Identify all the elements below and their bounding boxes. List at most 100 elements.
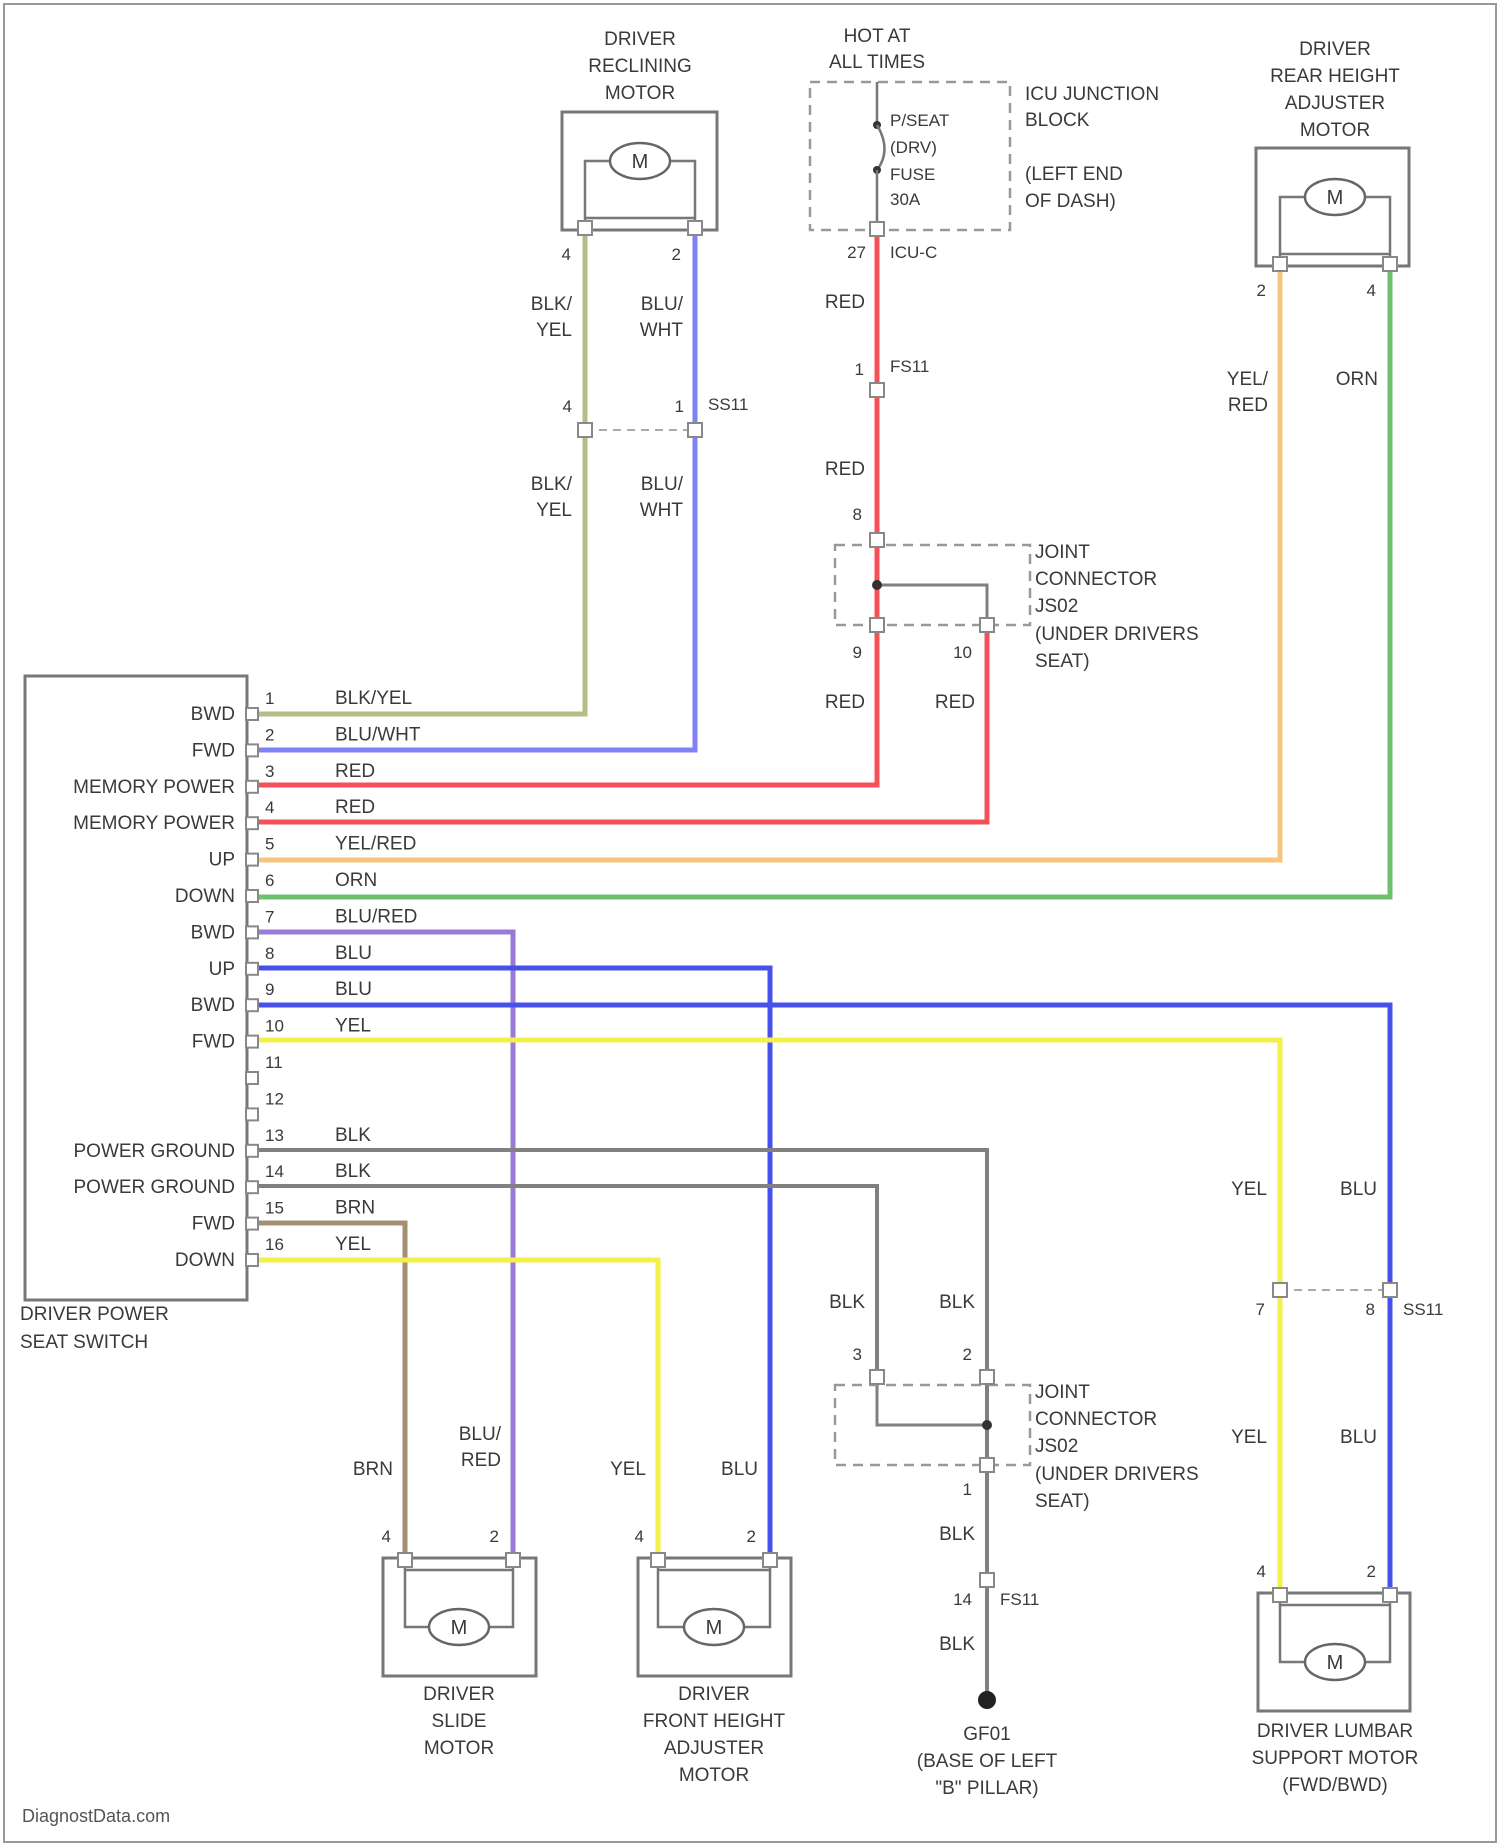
switch-wire-color: BLU/WHT (335, 724, 421, 745)
motor-pin-b: 2 (1367, 1562, 1376, 1581)
motor-name-line: DRIVER (678, 1684, 750, 1705)
motor-name-line: DRIVER (604, 29, 676, 50)
switch-pin-num: 16 (265, 1235, 284, 1254)
switch-pin-12 (246, 1108, 258, 1120)
icu-pin: 27 (847, 243, 866, 262)
joint2-name-2: CONNECTOR (1035, 1409, 1157, 1430)
joint1-pin-out2: 10 (953, 643, 972, 662)
ss11-top-wire-right-1: BLU/ (641, 474, 684, 495)
motor-pin-b: 4 (1367, 281, 1376, 300)
fuse-label-2: (DRV) (890, 138, 937, 157)
ss11-top-wire-left-2: YEL (536, 500, 572, 521)
joint2-name-1: JOINT (1035, 1382, 1090, 1403)
switch-pin-2 (246, 744, 258, 756)
switch-pin-16 (246, 1254, 258, 1266)
switch-wire-color: BLK (335, 1125, 371, 1146)
switch-pin-5 (246, 854, 258, 866)
motor-symbol: M (706, 1617, 723, 1639)
joint2-loc-2: SEAT) (1035, 1491, 1090, 1512)
icu-junction-block: HOT AT ALL TIMES P/SEAT (DRV) FUSE 30A I… (810, 26, 1159, 480)
switch-pin-num: 10 (265, 1017, 284, 1036)
joint1-name-1: JOINT (1035, 542, 1090, 563)
switch-pin-9 (246, 999, 258, 1011)
joint1-name-2: CONNECTOR (1035, 569, 1157, 590)
wl-slide-right-2: RED (461, 1450, 501, 1471)
motor-lumbar: M42DRIVER LUMBARSUPPORT MOTOR(FWD/BWD) (1252, 1562, 1419, 1796)
joint2-loc-1: (UNDER DRIVERS (1035, 1464, 1199, 1485)
switch-wire-color: BLU (335, 943, 372, 964)
switch-pin-num: 4 (265, 798, 274, 817)
wire-pin15-brn (258, 1223, 405, 1555)
switch-wire-color: BLK (335, 1161, 371, 1182)
switch-pin-label: POWER GROUND (74, 1141, 236, 1162)
ss11-bottom-pin-left: 7 (1256, 1300, 1265, 1319)
ss11-top-pin-right: 1 (675, 397, 684, 416)
switch-pin-15 (246, 1218, 258, 1230)
joint1-pin-in: 8 (853, 505, 862, 524)
motor-pin-a: 4 (635, 1527, 644, 1546)
joint2-pin-in1: 3 (853, 1345, 862, 1364)
switch-pin-6 (246, 890, 258, 902)
switch-pin-num: 2 (265, 725, 274, 744)
wl-rear-left-1: YEL/ (1227, 369, 1269, 390)
switch-wire-color: ORN (335, 870, 377, 891)
switch-name-line2: SEAT SWITCH (20, 1332, 148, 1353)
wl-rear-left-2: RED (1228, 395, 1268, 416)
switch-pin-14 (246, 1181, 258, 1193)
motor-rear_height: M24DRIVERREAR HEIGHTADJUSTERMOTOR (1256, 39, 1409, 300)
switch-wire-color: YEL (335, 1234, 371, 1255)
motor-name-line: MOTOR (1300, 120, 1370, 141)
joint1-wire-out2: RED (935, 692, 975, 713)
fuse-icon (877, 125, 885, 170)
motor-name-line: ADJUSTER (664, 1738, 764, 1759)
switch-pin-label: MEMORY POWER (73, 777, 235, 798)
joint2-pin-in2: 2 (963, 1345, 972, 1364)
motor-symbol: M (632, 151, 649, 173)
joint-connector-2: BLK BLK 3 2 1 JOINT CONNECTOR JS02 (UNDE… (829, 1292, 1199, 1512)
joint2-id: JS02 (1035, 1436, 1078, 1457)
wire-pin2-blu-wht (258, 228, 695, 750)
fuse-label-4: 30A (890, 190, 921, 209)
switch-wire-color: YEL/RED (335, 834, 416, 855)
motor-symbol: M (1327, 187, 1344, 209)
joint1-wire-out1: RED (825, 692, 865, 713)
switch-pin-label: BWD (191, 995, 235, 1016)
motor-name-line: MOTOR (605, 83, 675, 104)
motor-pin-b: 2 (747, 1527, 756, 1546)
motor-pin-b: 2 (490, 1527, 499, 1546)
motor-symbol: M (1327, 1652, 1344, 1674)
icu-connector: ICU-C (890, 243, 937, 262)
motor-name-line: DRIVER LUMBAR (1257, 1721, 1413, 1742)
switch-pin-num: 1 (265, 689, 274, 708)
fs11-name: FS11 (890, 357, 929, 376)
motor-name-line: MOTOR (679, 1765, 749, 1786)
switch-pin-num: 8 (265, 944, 274, 963)
joint1-loc-2: SEAT) (1035, 651, 1090, 672)
switch-wire-color: RED (335, 797, 375, 818)
motor-pin-a: 4 (562, 245, 571, 264)
hot-label-1: HOT AT (844, 26, 911, 47)
switch-wire-color: BLK/YEL (335, 688, 412, 709)
wire-joint1-bus (877, 585, 987, 620)
motor-name-line: (FWD/BWD) (1282, 1775, 1388, 1796)
wire-pin6-orn (258, 265, 1390, 897)
ground-pin: 14 (953, 1590, 972, 1609)
switch-pin-num: 6 (265, 871, 274, 890)
wl-reclining-left-1: BLK/ (531, 294, 573, 315)
switch-pin-10 (246, 1036, 258, 1048)
joint1-loc-1: (UNDER DRIVERS (1035, 624, 1199, 645)
joint1-pin-out1: 9 (853, 643, 862, 662)
motor-name-line: SUPPORT MOTOR (1252, 1748, 1419, 1769)
joint-connector-1: 8 9 10 JOINT CONNECTOR JS02 (UNDER DRIVE… (825, 505, 1199, 713)
switch-pin-num: 7 (265, 907, 274, 926)
ss11-top-pin-left: 4 (563, 397, 572, 416)
switch-pin-3 (246, 781, 258, 793)
switch-wire-color: BLU (335, 979, 372, 1000)
motor-name-line: ADJUSTER (1285, 93, 1385, 114)
switch-pin-num: 5 (265, 835, 274, 854)
switch-pin-7 (246, 926, 258, 938)
ss11-bottom-wire-right: BLU (1340, 1179, 1377, 1200)
icu-block-label-2: BLOCK (1025, 110, 1090, 131)
